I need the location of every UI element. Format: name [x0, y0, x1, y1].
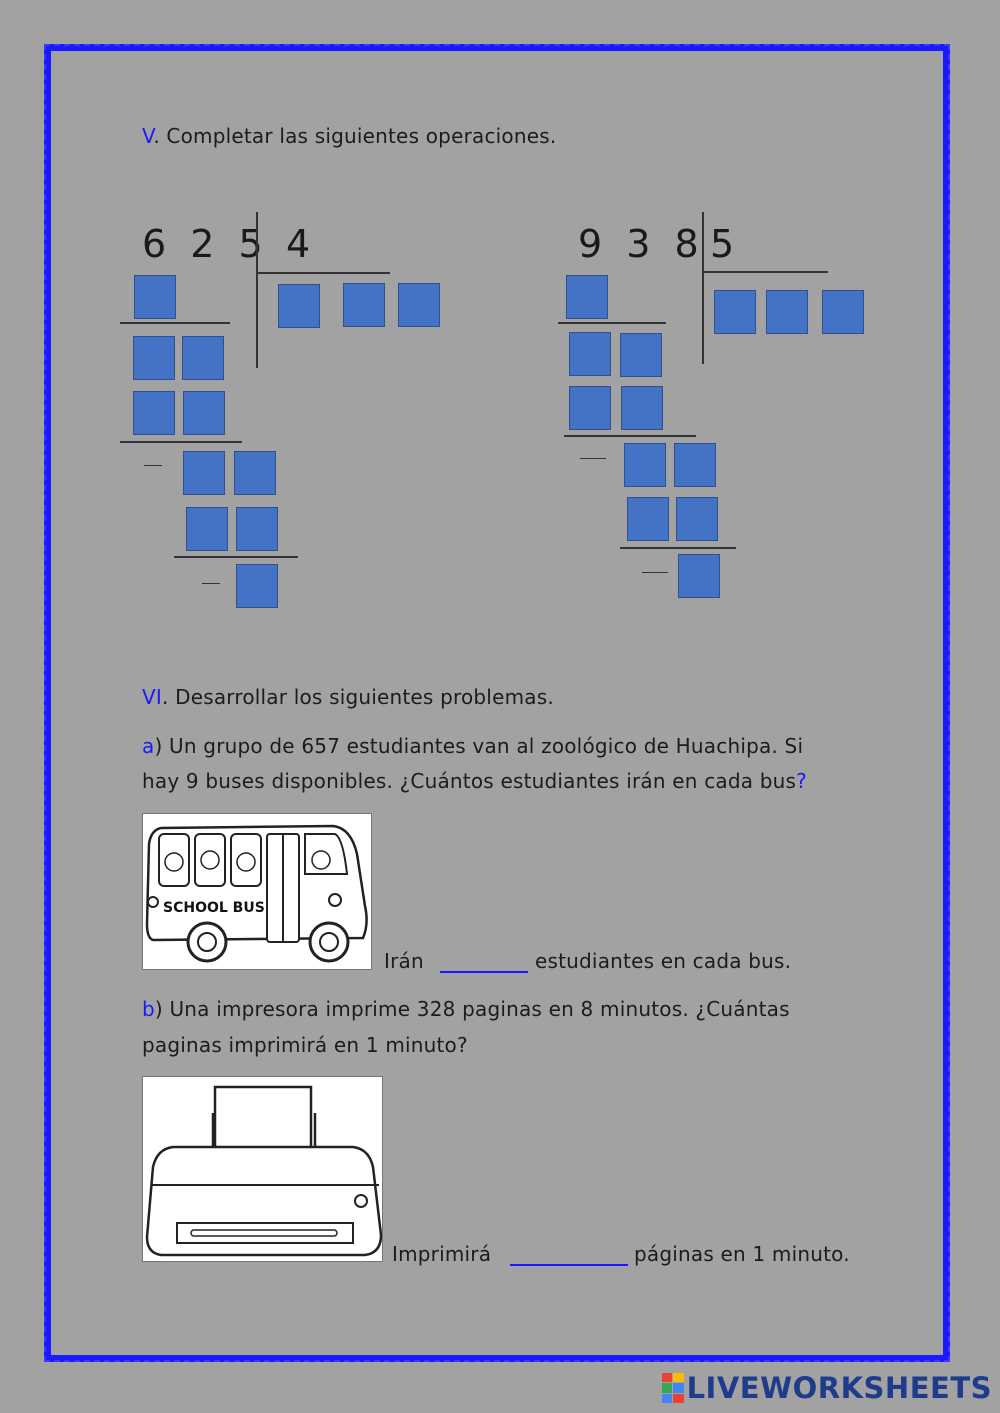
section-vi-number: VI	[142, 685, 162, 709]
problem-a-answer-blank[interactable]	[440, 947, 528, 973]
bus-label: SCHOOL BUS	[163, 900, 265, 916]
minus-sign	[144, 465, 162, 466]
logo-text: LIVEWORKSHEETS	[686, 1371, 992, 1405]
division-vertical-bar	[256, 212, 258, 368]
problem-a-line1: a) Un grupo de 657 estudiantes van al zo…	[142, 734, 803, 758]
remainder-box[interactable]	[620, 333, 662, 377]
problem-a-text-2: hay 9 buses disponibles. ¿Cuántos estudi…	[142, 769, 797, 793]
division-vertical-bar	[702, 212, 704, 364]
problem-a-answer-pre: Irán	[384, 949, 424, 973]
subtrahend-box[interactable]	[183, 391, 225, 435]
dividend: 6 2 5	[142, 222, 269, 266]
problem-a-qmark: ?	[796, 769, 807, 793]
section-v-heading: V. Completar las siguientes operaciones.	[142, 124, 556, 148]
subtrahend-box[interactable]	[676, 497, 718, 541]
quotient-box-1[interactable]	[714, 290, 756, 334]
section-v-title: . Completar las siguientes operaciones.	[153, 124, 557, 148]
remainder-box[interactable]	[674, 443, 716, 487]
problem-b-answer-post: páginas en 1 minuto.	[634, 1242, 850, 1266]
subtrahend-box[interactable]	[569, 386, 611, 430]
division-horizontal-bar	[258, 272, 390, 274]
remainder-box[interactable]	[183, 451, 225, 495]
page-border	[44, 44, 950, 1362]
subtrahend-box[interactable]	[566, 275, 608, 319]
problem-a-line2: hay 9 buses disponibles. ¿Cuántos estudi…	[142, 769, 807, 793]
quotient-box-3[interactable]	[822, 290, 864, 334]
remainder-box[interactable]	[133, 336, 175, 380]
problem-b-answer-pre: Imprimirá	[392, 1242, 492, 1266]
problem-a-text-1: ) Un grupo de 657 estudiantes van al zoo…	[154, 734, 804, 758]
section-v-number: V	[142, 124, 154, 148]
quotient-box-2[interactable]	[343, 283, 385, 327]
sum-line	[564, 435, 696, 437]
sum-line	[120, 322, 230, 324]
subtrahend-box[interactable]	[627, 497, 669, 541]
final-remainder-box[interactable]	[678, 554, 720, 598]
sum-line	[620, 547, 736, 549]
section-vi-heading: VI. Desarrollar los siguientes problemas…	[142, 685, 554, 709]
sum-line	[558, 322, 666, 324]
subtrahend-box[interactable]	[186, 507, 228, 551]
subtrahend-box[interactable]	[134, 275, 176, 319]
quotient-box-3[interactable]	[398, 283, 440, 327]
problem-b-letter: b	[142, 997, 155, 1021]
dividend: 9 3 8	[578, 222, 705, 266]
remainder-box[interactable]	[182, 336, 224, 380]
printer-icon	[145, 1085, 383, 1257]
division-horizontal-bar	[704, 271, 828, 273]
remainder-box[interactable]	[569, 332, 611, 376]
section-vi-title: . Desarrollar los siguientes problemas.	[161, 685, 554, 709]
minus-sign	[642, 572, 668, 573]
quotient-box-2[interactable]	[766, 290, 808, 334]
problem-b-line2: paginas imprimirá en 1 minuto?	[142, 1033, 468, 1057]
problem-a-letter: a	[142, 734, 155, 758]
sum-line	[174, 556, 298, 558]
remainder-box[interactable]	[624, 443, 666, 487]
bus-icon: SCHOOL BUS	[145, 824, 368, 963]
subtrahend-box[interactable]	[133, 391, 175, 435]
divisor: 4	[286, 222, 317, 266]
divisor: 5	[710, 222, 741, 266]
printer-image	[142, 1076, 383, 1262]
problem-b-text-1: ) Una impresora imprime 328 paginas en 8…	[154, 997, 790, 1021]
problem-b-answer-blank[interactable]	[510, 1240, 628, 1266]
problem-b-line1: b) Una impresora imprime 328 paginas en …	[142, 997, 790, 1021]
problem-a-answer-post: estudiantes en cada bus.	[535, 949, 792, 973]
subtrahend-box[interactable]	[236, 507, 278, 551]
final-remainder-box[interactable]	[236, 564, 278, 608]
remainder-box[interactable]	[234, 451, 276, 495]
liveworksheets-logo: LIVEWORKSHEETS	[661, 1371, 992, 1405]
minus-sign	[202, 583, 220, 584]
liveworksheets-mark-icon	[661, 1373, 684, 1403]
minus-sign	[580, 458, 606, 459]
quotient-box-1[interactable]	[278, 284, 320, 328]
sum-line	[120, 441, 242, 443]
subtrahend-box[interactable]	[621, 386, 663, 430]
school-bus-image: SCHOOL BUS	[142, 813, 372, 970]
